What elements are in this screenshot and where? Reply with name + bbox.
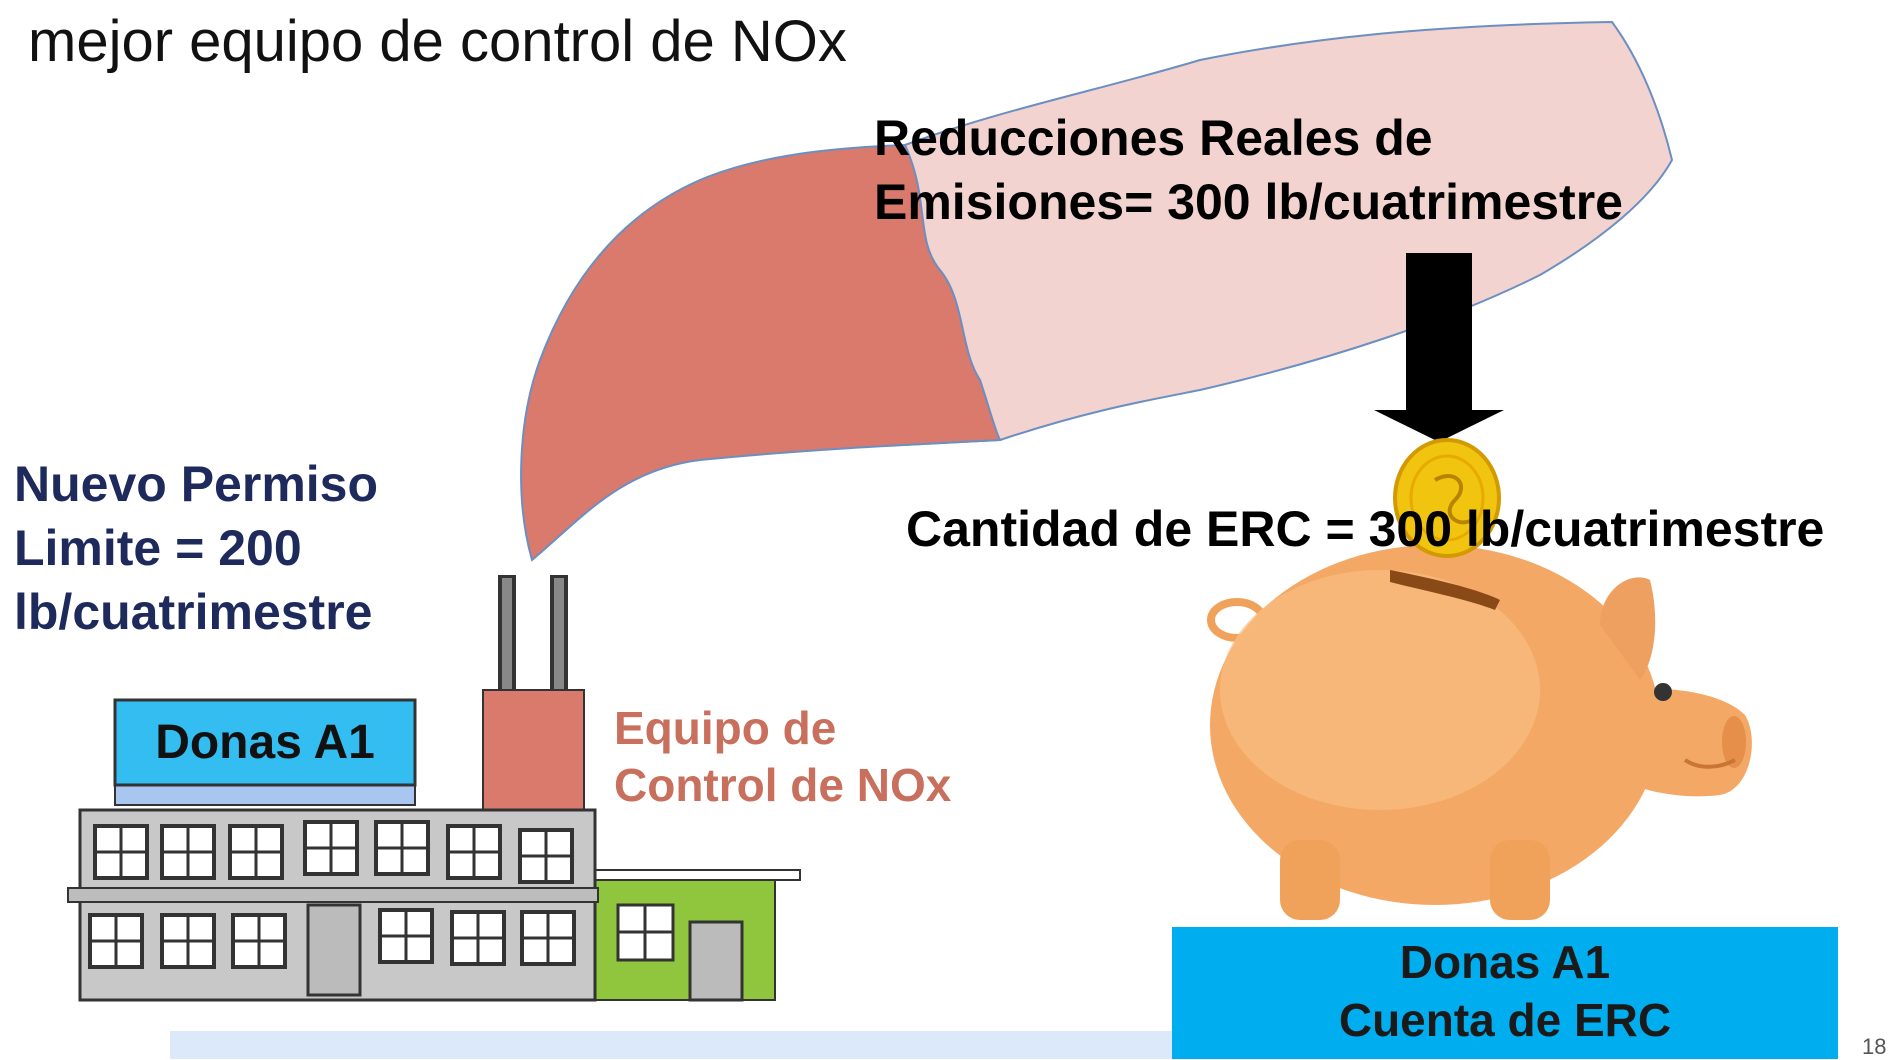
smokestack-icon: [498, 575, 568, 690]
footer-bar: [170, 1031, 1172, 1059]
nox-control-equipment: [482, 689, 585, 811]
factory-sign-label: Donas A1: [155, 716, 375, 769]
nox-equipment-label: Equipo de Control de NOx: [614, 700, 951, 814]
reductions-line-2: Emisiones= 300 lb/cuatrimestre: [874, 174, 1623, 230]
permit-line-3: lb/cuatrimestre: [14, 584, 373, 640]
erc-account-box: Donas A1 Cuenta de ERC: [1172, 927, 1838, 1059]
coin-icon: [1393, 438, 1501, 558]
reductions-line-1: Reducciones Reales de: [874, 110, 1433, 166]
plume-light-section: [904, 20, 1674, 447]
down-arrow-icon: [1374, 253, 1504, 442]
permit-line-1: Nuevo Permiso: [14, 456, 379, 512]
permit-line-2: Limite = 200: [14, 520, 302, 576]
emission-reductions-text: Reducciones Reales de Emisiones= 300 lb/…: [874, 106, 1623, 234]
plume-dark-section: [520, 143, 1002, 562]
emission-plume: [520, 20, 1674, 562]
permit-limit-text: Nuevo Permiso Limite = 200 lb/cuatrimest…: [14, 452, 378, 644]
equipment-line-1: Equipo de: [614, 702, 837, 754]
erc-amount-text: Cantidad de ERC = 300 lb/cuatrimestre: [906, 501, 1825, 557]
equipment-line-2: Control de NOx: [614, 759, 952, 811]
account-line-2: Cuenta de ERC: [1338, 994, 1672, 1046]
page-number: 18: [1862, 1034, 1887, 1059]
piggy-bank-icon: [1207, 545, 1752, 920]
slide-title: mejor equipo de control de NOx: [28, 9, 847, 74]
factory-icon: [67, 698, 801, 1002]
factory-sign: Donas A1: [115, 700, 415, 785]
account-line-1: Donas A1: [1399, 936, 1611, 988]
